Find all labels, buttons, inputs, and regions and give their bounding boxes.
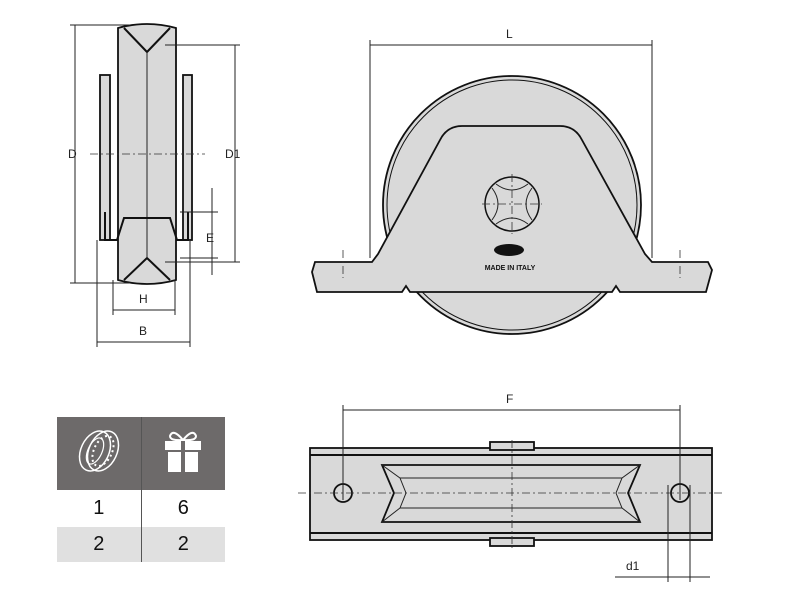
- gift-box-icon: [165, 431, 202, 472]
- dim-L: L: [506, 27, 513, 41]
- dim-D: D: [68, 147, 77, 161]
- bracket-u: [104, 212, 189, 241]
- table-header-row: [57, 417, 225, 490]
- dim-B: B: [139, 324, 147, 338]
- package-header: [141, 417, 225, 490]
- bearing-header: [57, 417, 142, 490]
- side-view: D D1 E H B: [68, 23, 241, 347]
- bottom-view: F d1: [298, 392, 725, 582]
- table-cell: 6: [141, 490, 225, 527]
- wheel-bottom: [380, 464, 642, 523]
- table-cell: 2: [141, 527, 225, 562]
- table-cell: 2: [57, 527, 142, 562]
- dim-H: H: [139, 292, 148, 306]
- dim-F: F: [506, 392, 513, 406]
- brand-logo: [494, 244, 524, 256]
- made-in-italy-text: MADE IN ITALY: [485, 265, 536, 272]
- table-row: 2 2: [57, 527, 225, 562]
- front-view: MADE IN ITALY L: [311, 27, 713, 335]
- dim-d1: d1: [626, 559, 640, 573]
- table-cell: 1: [57, 490, 142, 527]
- quantity-table: 1 6 2 2: [57, 417, 225, 562]
- table-row: 1 6: [57, 490, 225, 527]
- dim-E: E: [206, 231, 214, 245]
- bearing-icon: [78, 429, 119, 472]
- dim-D1: D1: [225, 147, 241, 161]
